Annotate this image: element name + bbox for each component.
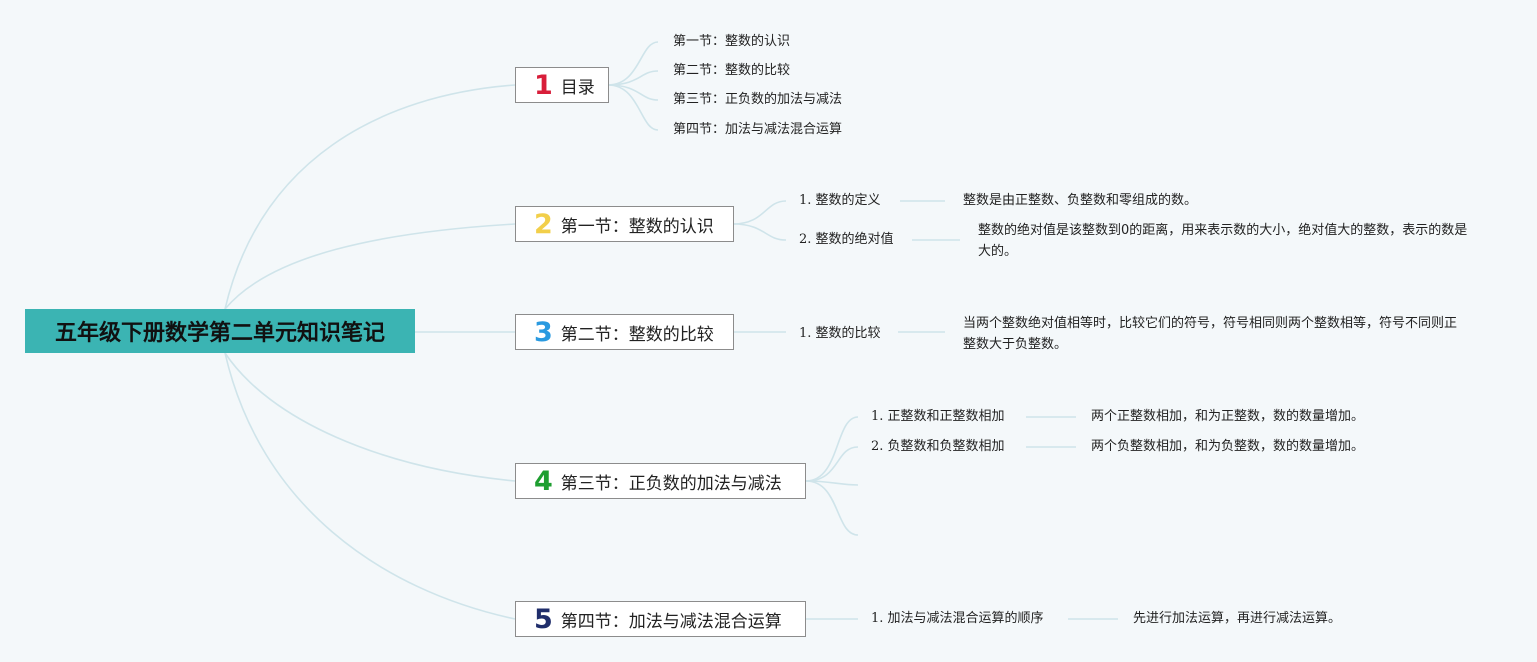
subtopic-label[interactable]: 1. 整数的定义 [799, 193, 881, 208]
branch-section-3[interactable]: 4 第三节：正负数的加法与减法 [515, 463, 806, 499]
subtopic-detail: 两个正整数相加，和为正整数，数的数量增加。 [1091, 409, 1365, 424]
branch-toc[interactable]: 1 目录 [515, 67, 609, 103]
subtopic-label[interactable]: 1. 正整数和正整数相加 [871, 409, 1005, 424]
branch-section-2[interactable]: 3 第二节：整数的比较 [515, 314, 734, 350]
subtopic-detail: 当两个整数绝对值相等时，比较它们的符号，符号相同则两个整数相等，符号不同则正整数… [963, 316, 1458, 352]
branch-title: 第三节：正负数的加法与减法 [560, 473, 782, 494]
subtopic-label[interactable]: 1. 加法与减法混合运算的顺序 [871, 611, 1044, 626]
branch-title: 第一节：整数的认识 [560, 216, 714, 237]
branch-title: 目录 [560, 77, 595, 98]
branch-title: 第四节：加法与减法混合运算 [560, 611, 782, 632]
subtopic-label[interactable]: 1. 整数的比较 [799, 326, 881, 341]
branch-number: 5 [534, 603, 553, 635]
toc-item[interactable]: 第一节：整数的认识 [673, 34, 791, 49]
root-title: 五年级下册数学第二单元知识笔记 [54, 321, 385, 346]
subtopic-detail: 先进行加法运算，再进行减法运算。 [1133, 611, 1342, 626]
branch-number: 2 [534, 208, 553, 240]
subtopic-label[interactable]: 2. 整数的绝对值 [799, 232, 894, 247]
root-topic[interactable]: 五年级下册数学第二单元知识笔记 [25, 309, 415, 353]
branch-number: 1 [534, 69, 553, 101]
branch-title: 第二节：整数的比较 [560, 324, 714, 345]
toc-item[interactable]: 第四节：加法与减法混合运算 [673, 122, 843, 137]
toc-item[interactable]: 第三节：正负数的加法与减法 [673, 92, 843, 107]
subtopic-detail: 两个负整数相加，和为负整数，数的数量增加。 [1091, 439, 1365, 454]
toc-item[interactable]: 第二节：整数的比较 [673, 63, 791, 78]
branch-section-4[interactable]: 5 第四节：加法与减法混合运算 [515, 601, 806, 637]
branch-section-1[interactable]: 2 第一节：整数的认识 [515, 206, 734, 242]
branch-number: 4 [534, 465, 553, 497]
subtopic-detail: 整数的绝对值是该整数到0的距离，用来表示数的大小，绝对值大的整数，表示的数是大的… [978, 223, 1468, 259]
subtopic-label[interactable]: 2. 负整数和负整数相加 [871, 439, 1005, 454]
branch-number: 3 [534, 316, 553, 348]
subtopic-detail: 整数是由正整数、负整数和零组成的数。 [963, 193, 1198, 208]
